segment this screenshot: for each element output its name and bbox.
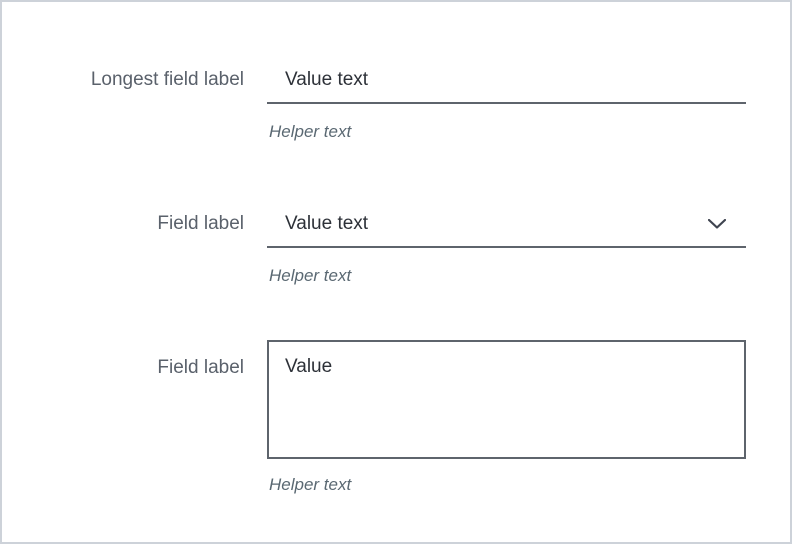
select-input[interactable]: Value text: [267, 211, 746, 248]
textarea-input[interactable]: Value: [267, 340, 746, 459]
select-label: Field label: [157, 213, 244, 234]
form-row-text-input: Longest field label Helper text: [2, 67, 790, 144]
select-control: Value text Helper text: [267, 211, 746, 288]
select-value: Value text: [285, 213, 369, 234]
text-input[interactable]: [267, 67, 746, 104]
form-row-select: Field label Value text Helper text: [2, 211, 790, 288]
textarea-label: Field label: [157, 357, 244, 378]
text-input-helper-text: Helper text: [269, 122, 352, 141]
chevron-down-icon: [707, 216, 727, 234]
textarea-control: Value Helper text: [267, 340, 746, 497]
text-input-control: Helper text: [267, 67, 746, 144]
form-panel: Longest field label Helper text Field la…: [2, 2, 790, 497]
textarea-helper-text: Helper text: [269, 475, 352, 494]
form-row-textarea: Field label Value Helper text: [2, 340, 790, 497]
text-input-label: Longest field label: [90, 69, 244, 90]
select-helper-text: Helper text: [269, 266, 352, 285]
